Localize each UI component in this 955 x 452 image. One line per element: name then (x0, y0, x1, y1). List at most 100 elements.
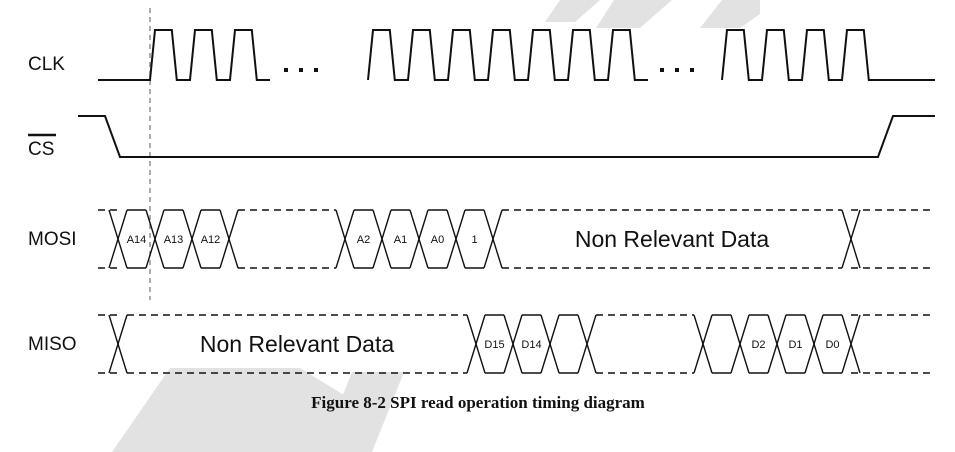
watermark-top-left (545, 0, 600, 22)
mosi-bit-a0: A0 (428, 209, 447, 269)
cs-waveform-layer (78, 115, 935, 158)
miso-transition-stroke (767, 314, 787, 374)
miso-transition (577, 314, 597, 374)
mosi-transition (145, 209, 165, 269)
mosi-transition-stroke (182, 209, 202, 269)
mosi-transition (108, 209, 128, 269)
mosi-bit-a13-label: A13 (164, 234, 184, 246)
miso-bit-d15: D15 (484, 314, 505, 374)
mosi-transition (483, 209, 503, 269)
miso-transition (503, 314, 523, 374)
mosi-transition-stroke (409, 209, 429, 269)
miso-bit-d2: D2 (749, 314, 768, 374)
watermark-v-left (216, 372, 300, 452)
signal-label-mosi: MOSI (28, 229, 77, 250)
mosi-bus-layer: A14 A13 A12 A2 A1 A0 1 Non Relevant Data (98, 209, 935, 269)
miso-bit-blank1 (559, 314, 578, 374)
miso-non-relevant: Non Relevant Data (127, 314, 467, 374)
miso-non-relevant-label: Non Relevant Data (200, 331, 395, 357)
mosi-transition-stroke (219, 209, 239, 269)
clk-ellipsis-left-dot (299, 68, 303, 72)
mosi-non-relevant-label: Non Relevant Data (575, 226, 770, 252)
watermark-layer (112, 0, 760, 452)
mosi-transition-stroke (483, 209, 503, 269)
miso-bit-d14-label: D14 (521, 339, 541, 351)
miso-bit-d1: D1 (786, 314, 805, 374)
signal-label-cs: CS (28, 139, 54, 160)
watermark-top-mid (596, 0, 672, 28)
signal-label-clk: CLK (28, 54, 65, 75)
miso-bit-blank2 (712, 314, 731, 374)
miso-transition (767, 314, 787, 374)
mosi-bit-a12-label: A12 (201, 234, 221, 246)
mosi-bit-rw: 1 (465, 209, 484, 269)
mosi-lead-dashed (98, 209, 118, 269)
miso-transition-stroke (841, 314, 861, 374)
mosi-bit-a14: A14 (127, 209, 147, 269)
mosi-transition (219, 209, 239, 269)
clk-ellipsis-left (284, 68, 318, 72)
miso-transition-stroke (577, 314, 597, 374)
mosi-bit-a2-label: A2 (357, 234, 370, 246)
miso-bit-d0-label: D0 (825, 339, 839, 351)
clk-ellipsis-right (660, 68, 694, 72)
miso-transition-stroke (503, 314, 523, 374)
clk-ellipsis-left-dot (314, 68, 318, 72)
mosi-transition (409, 209, 429, 269)
mosi-transition-stroke (372, 209, 392, 269)
mosi-transition (372, 209, 392, 269)
signal-labels-layer: CLK CS MOSI MISO (28, 54, 77, 355)
mosi-transition (841, 209, 861, 269)
mosi-transition (446, 209, 466, 269)
mosi-tail-dashed (851, 209, 935, 269)
clk-ellipsis-right-dot (660, 68, 664, 72)
mosi-bit-a2: A2 (354, 209, 373, 269)
cs-waveform (78, 115, 935, 158)
mosi-bit-rw-label: 1 (471, 234, 477, 246)
miso-tail-dashed (851, 314, 935, 374)
watermark-top-right (700, 0, 760, 28)
miso-transition (804, 314, 824, 374)
miso-bit-d0: D0 (823, 314, 842, 374)
miso-transition-stroke (466, 314, 486, 374)
miso-bit-d2-label: D2 (751, 339, 765, 351)
mosi-bit-a1: A1 (391, 209, 410, 269)
mosi-bit-a1-label: A1 (394, 234, 407, 246)
miso-transition (730, 314, 750, 374)
miso-transition-stroke (730, 314, 750, 374)
clk-waveform-layer (98, 29, 935, 81)
mosi-non-relevant: Non Relevant Data (502, 209, 842, 269)
miso-bit-d14: D14 (521, 314, 542, 374)
miso-transition-stroke (804, 314, 824, 374)
mosi-transition-stroke (841, 209, 861, 269)
mosi-transition-stroke (145, 209, 165, 269)
mosi-transition-stroke (335, 209, 355, 269)
clk-ellipsis-right-dot (675, 68, 679, 72)
miso-lead-dashed (98, 314, 118, 374)
mosi-gap-address (238, 209, 336, 269)
miso-transition-stroke (108, 314, 128, 374)
clk-waveform (98, 29, 935, 81)
miso-bit-d15-label: D15 (484, 339, 504, 351)
watermark-v-right (320, 372, 404, 452)
miso-transition (466, 314, 486, 374)
miso-gap-data (596, 314, 694, 374)
miso-bit-d1-label: D1 (788, 339, 802, 351)
clk-ellipsis-left-dot (284, 68, 288, 72)
signal-label-miso: MISO (28, 334, 77, 355)
mosi-transition (335, 209, 355, 269)
miso-bus-layer: Non Relevant Data D15 D14 D2 D1 D0 (98, 314, 935, 374)
miso-transition-stroke (693, 314, 713, 374)
mosi-transition-stroke (446, 209, 466, 269)
miso-transition (540, 314, 560, 374)
miso-transition (108, 314, 128, 374)
mosi-bit-a13: A13 (164, 209, 184, 269)
miso-transition (693, 314, 713, 374)
figure-caption: Figure 8-2 SPI read operation timing dia… (311, 393, 645, 412)
miso-transition-stroke (540, 314, 560, 374)
mosi-bit-a14-label: A14 (127, 234, 147, 246)
mosi-transition (182, 209, 202, 269)
mosi-bit-a12: A12 (201, 209, 221, 269)
